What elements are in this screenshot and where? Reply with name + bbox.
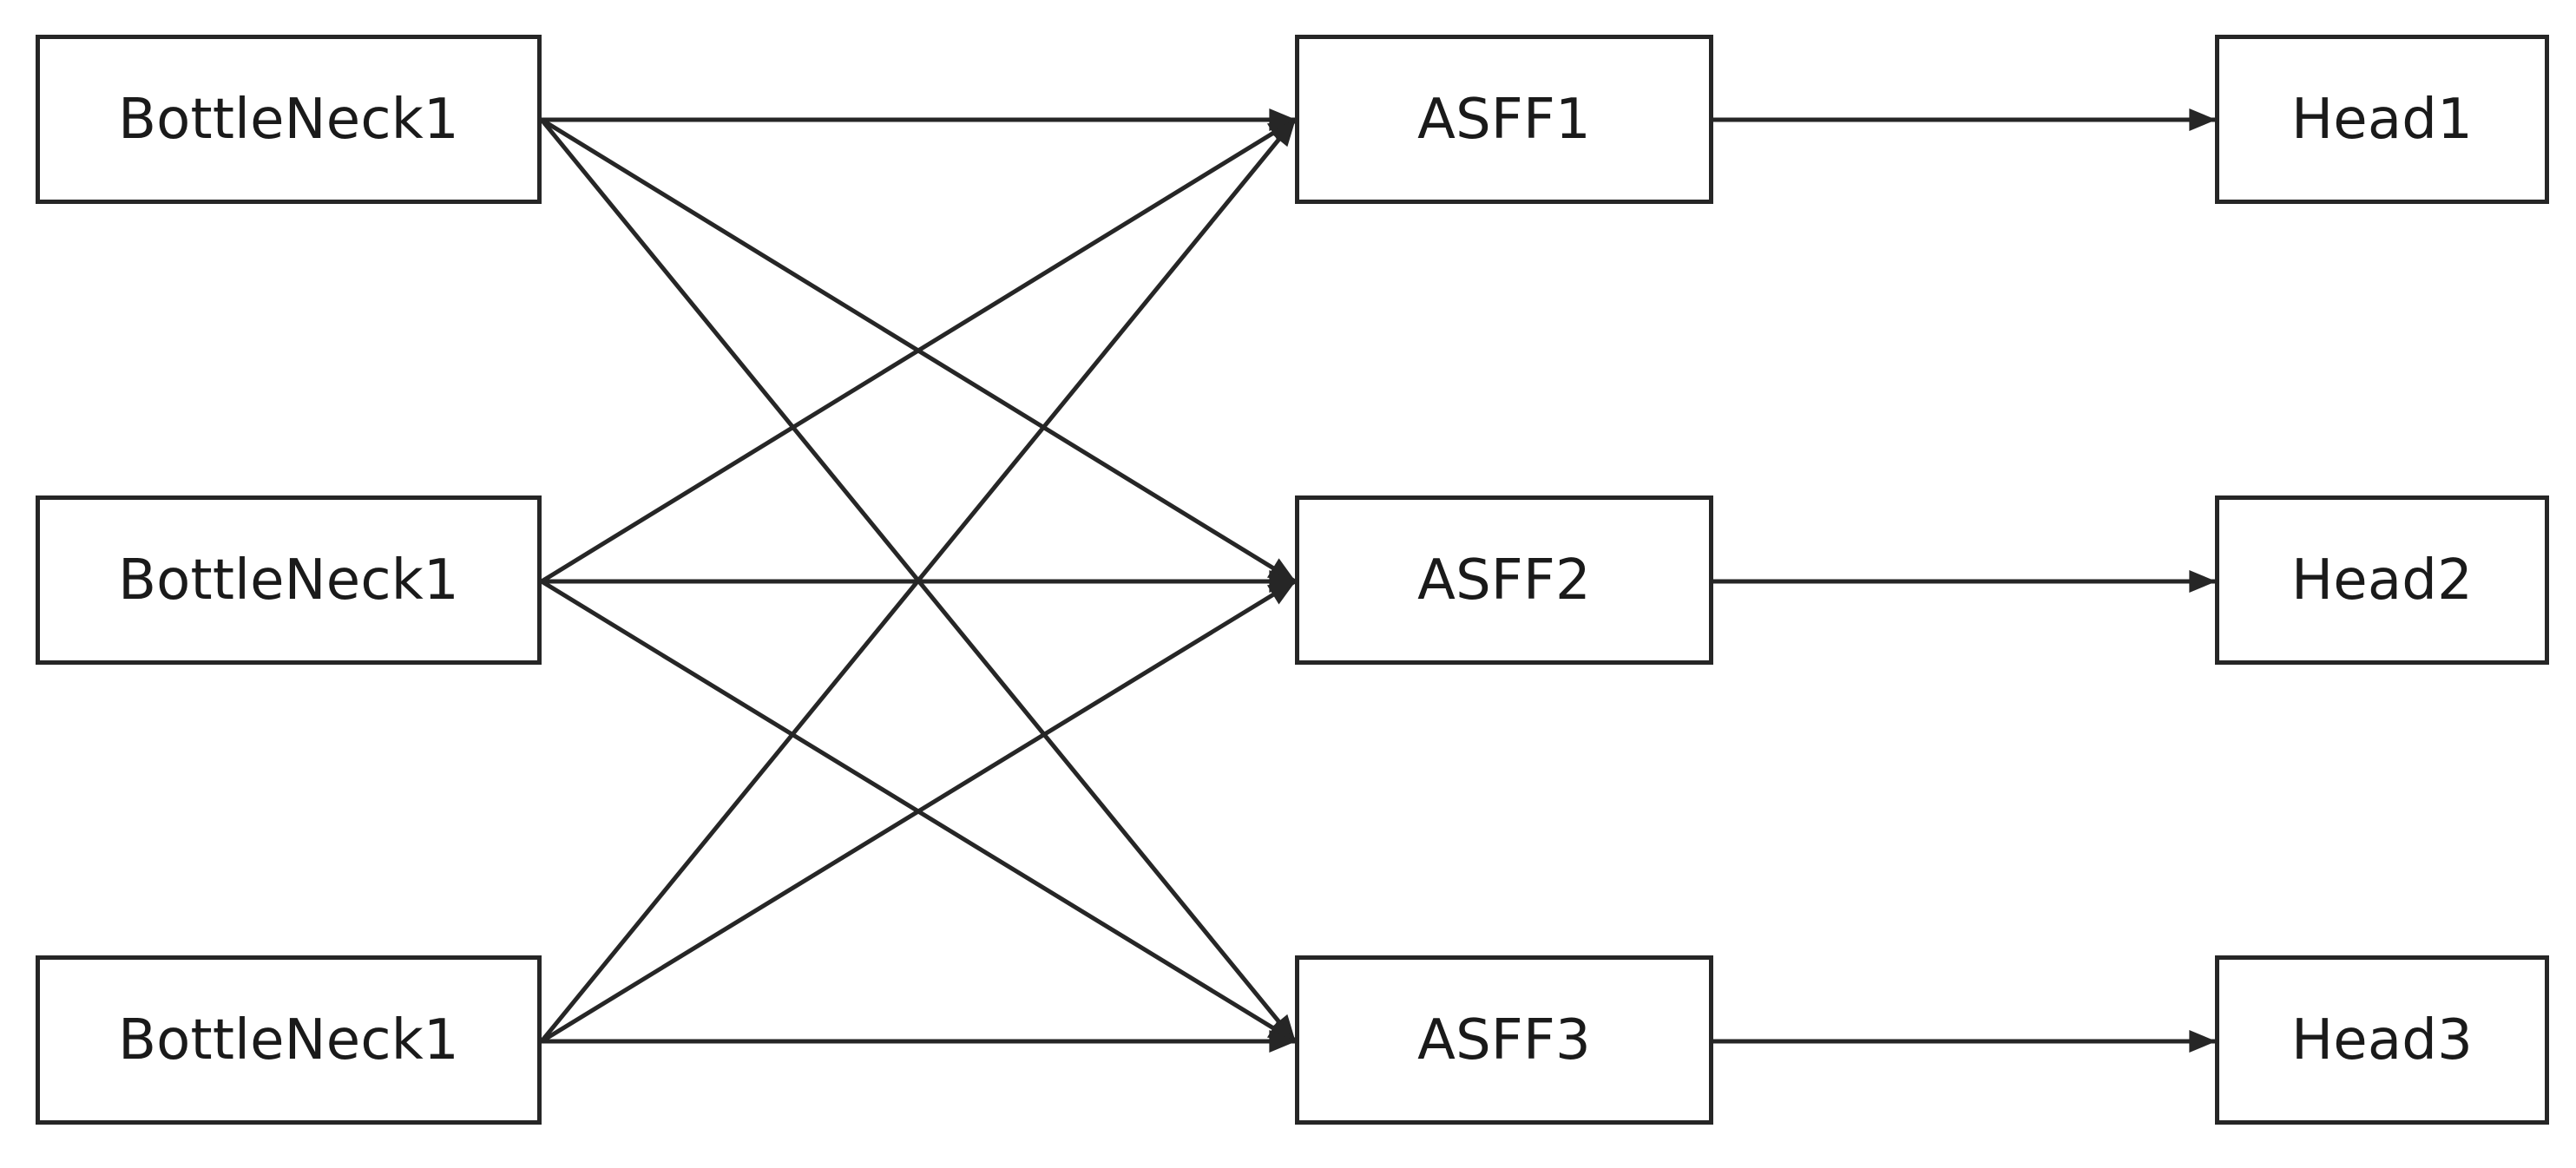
node-bottleneck-2[interactable]: BottleNeck1	[36, 495, 542, 665]
node-asff-3[interactable]: ASFF3	[1295, 955, 1713, 1125]
node-label-bottleneck-3: BottleNeck1	[118, 1007, 459, 1073]
node-asff-2[interactable]: ASFF2	[1295, 495, 1713, 665]
node-label-asff-1: ASFF1	[1417, 87, 1591, 152]
edge-neck3-to-asff1	[540, 118, 1297, 1043]
node-label-bottleneck-1: BottleNeck1	[118, 87, 459, 152]
node-label-head-2: Head2	[2290, 548, 2474, 613]
node-label-asff-3: ASFF3	[1417, 1007, 1591, 1073]
node-bottleneck-1[interactable]: BottleNeck1	[36, 35, 542, 204]
node-head-2[interactable]: Head2	[2215, 495, 2549, 665]
node-label-head-3: Head3	[2290, 1007, 2474, 1073]
node-asff-1[interactable]: ASFF1	[1295, 35, 1713, 204]
node-label-bottleneck-2: BottleNeck1	[118, 548, 459, 613]
node-label-head-1: Head1	[2290, 87, 2474, 152]
node-bottleneck-3[interactable]: BottleNeck1	[36, 955, 542, 1125]
node-head-3[interactable]: Head3	[2215, 955, 2549, 1125]
edge-neck2-to-asff1	[540, 117, 1297, 584]
node-head-1[interactable]: Head1	[2215, 35, 2549, 204]
node-label-asff-2: ASFF2	[1417, 548, 1591, 613]
edge-neck3-to-asff2	[540, 579, 1297, 1044]
